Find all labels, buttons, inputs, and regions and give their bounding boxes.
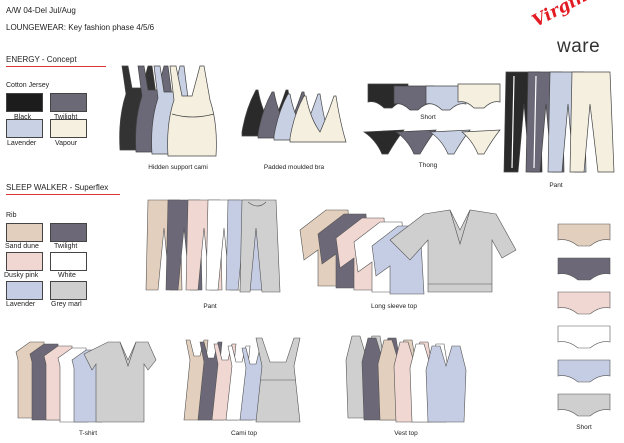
caption-short-sleep: Short xyxy=(576,424,592,431)
swatch-dusky-pink xyxy=(6,252,43,271)
swatch-white xyxy=(50,252,87,271)
vest-top-illustration xyxy=(345,335,467,423)
long-sleeve-top-illustration xyxy=(299,209,517,295)
swatch-lavender xyxy=(6,119,43,138)
swatch-label-black: Black xyxy=(14,114,32,121)
logo-ware-text: ware xyxy=(557,36,601,57)
caption-padded-bra: Padded moulded bra xyxy=(263,164,325,171)
swatch-label-grey-marl: Grey marl xyxy=(51,301,82,308)
bra-illustration xyxy=(241,89,347,143)
season-label: A/W 04-Del Jul/Aug xyxy=(6,6,76,15)
caption-tshirt: T-shirt xyxy=(78,430,98,437)
swatch-sand-dune xyxy=(6,223,43,242)
logo-script-text: Virgin xyxy=(529,0,591,32)
swatch-label-lavender: Lavender xyxy=(7,140,37,147)
brand-logo: Virgin ware xyxy=(525,0,605,60)
thong-illustration xyxy=(362,129,501,155)
pant-energy-illustration xyxy=(503,71,615,173)
short-sleep-illustration xyxy=(557,223,611,417)
swatch-label-vapour: Vapour xyxy=(55,140,78,147)
cami-illustration xyxy=(119,65,217,157)
swatch-label-white: White xyxy=(58,272,76,279)
caption-vest-top: Vest top xyxy=(394,430,418,437)
swatch-label-twilight-rib: Twilight xyxy=(54,243,78,250)
caption-pant-sleep: Pant xyxy=(203,303,217,310)
caption-hidden-cami: Hidden support cami xyxy=(148,164,208,171)
swatch-black xyxy=(6,93,43,112)
caption-pant-energy: Pant xyxy=(549,182,563,189)
swatch-lavender-rib xyxy=(6,281,43,300)
cami-top-illustration xyxy=(183,337,301,423)
swatch-label-lavender-rib: Lavender xyxy=(6,301,36,308)
short-energy-illustration xyxy=(367,83,501,111)
energy-title-rule xyxy=(6,66,106,67)
swatch-label-dusky-pink: Dusky pink xyxy=(4,272,39,279)
sleepwalker-fabric-label: Rib xyxy=(6,212,17,219)
swatch-twilight xyxy=(50,93,87,112)
sleepwalker-section-title: SLEEP WALKER - Superflex xyxy=(6,183,109,192)
sleepwalker-title-rule xyxy=(6,194,120,195)
caption-short-energy: Short xyxy=(420,114,436,121)
tshirt-illustration xyxy=(15,341,157,423)
caption-cami-top: Cami top xyxy=(230,430,258,437)
page-title: LOUNGEWEAR: Key fashion phase 4/5/6 xyxy=(6,23,155,32)
caption-thong: Thong xyxy=(418,162,438,169)
swatch-label-sand-dune: Sand dune xyxy=(5,243,39,250)
swatch-label-twilight: Twilight xyxy=(54,114,78,121)
swatch-twilight-rib xyxy=(50,223,87,242)
energy-fabric-label: Cotton Jersey xyxy=(6,82,50,89)
energy-section-title: ENERGY - Concept xyxy=(6,55,77,64)
swatch-grey-marl xyxy=(50,281,87,300)
swatch-vapour xyxy=(50,119,87,138)
pant-sleep-illustration xyxy=(145,199,281,293)
caption-long-sleeve-top: Long sleeve top xyxy=(371,303,417,310)
